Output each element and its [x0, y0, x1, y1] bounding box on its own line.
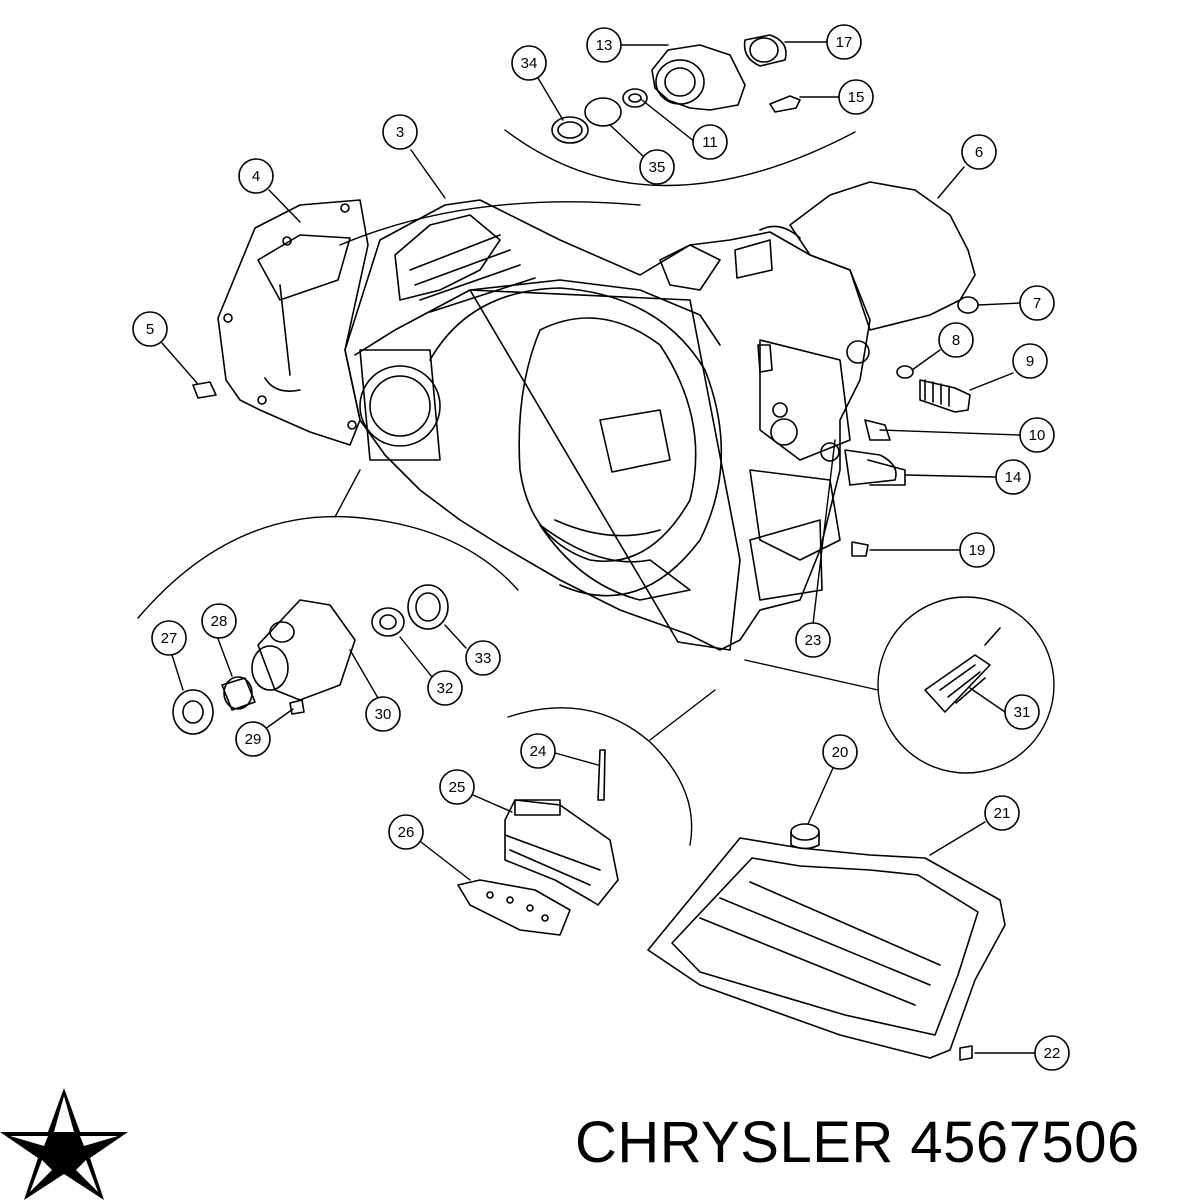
callout-11: 11: [692, 124, 728, 160]
callout-35: 35: [639, 149, 675, 185]
svg-text:5: 5: [146, 321, 154, 338]
callout-30: 30: [365, 696, 401, 732]
svg-text:34: 34: [521, 55, 538, 72]
callout-6: 6: [961, 134, 997, 170]
svg-text:27: 27: [161, 630, 178, 647]
callout-13: 13: [586, 27, 622, 63]
svg-text:35: 35: [649, 159, 666, 176]
svg-text:21: 21: [994, 805, 1011, 822]
callout-14: 14: [995, 459, 1031, 495]
callout-28: 28: [201, 603, 237, 639]
svg-text:22: 22: [1044, 1045, 1061, 1062]
oil-pan-group: [647, 823, 1006, 1061]
svg-text:14: 14: [1005, 469, 1022, 486]
svg-text:8: 8: [952, 332, 960, 349]
section-arcs: [137, 129, 1055, 846]
svg-text:30: 30: [375, 706, 392, 723]
svg-text:4: 4: [252, 168, 260, 185]
svg-text:6: 6: [975, 144, 983, 161]
callout-4: 4: [238, 158, 274, 194]
callout-33: 33: [465, 640, 501, 676]
svg-text:26: 26: [398, 824, 415, 841]
callout-19: 19: [959, 532, 995, 568]
sensor-part: [192, 381, 217, 399]
detail-inset-part: [924, 627, 1001, 713]
svg-text:15: 15: [848, 89, 865, 106]
svg-text:33: 33: [475, 650, 492, 667]
svg-text:9: 9: [1026, 353, 1034, 370]
output-adapter-group: [551, 34, 801, 144]
callout-34: 34: [511, 45, 547, 81]
svg-text:29: 29: [245, 731, 262, 748]
callout-7: 7: [1019, 285, 1055, 321]
svg-text:23: 23: [805, 632, 822, 649]
callout-8: 8: [938, 322, 974, 358]
svg-text:31: 31: [1014, 704, 1031, 721]
svg-text:13: 13: [596, 37, 613, 54]
control-module-group: [457, 749, 619, 936]
svg-text:7: 7: [1033, 295, 1041, 312]
callout-27: 27: [151, 620, 187, 656]
callouts: 13 17 34 15 11 35 3 6 4 7 5 8 9 10 14 19…: [132, 24, 1070, 1071]
svg-text:17: 17: [836, 34, 853, 51]
callout-9: 9: [1012, 343, 1048, 379]
callout-24: 24: [520, 733, 556, 769]
part-title: CHRYSLER 4567506: [575, 1110, 1140, 1175]
callout-26: 26: [388, 814, 424, 850]
svg-text:19: 19: [969, 542, 986, 559]
svg-text:20: 20: [832, 744, 849, 761]
callout-25: 25: [439, 769, 475, 805]
callout-3: 3: [382, 114, 418, 150]
svg-text:32: 32: [437, 680, 454, 697]
chrysler-pentastar-icon: [0, 1088, 128, 1200]
callout-32: 32: [427, 670, 463, 706]
svg-text:24: 24: [530, 743, 547, 760]
callout-23: 23: [795, 622, 831, 658]
side-cover-gasket: [217, 199, 369, 446]
bell-housing-gasket: [789, 181, 976, 331]
callout-20: 20: [822, 734, 858, 770]
svg-text:11: 11: [702, 134, 718, 151]
transmission-case: [344, 199, 906, 651]
callout-29: 29: [235, 721, 271, 757]
leader-lines: [161, 41, 1036, 1054]
svg-text:3: 3: [396, 124, 404, 141]
extension-housing-group: [172, 584, 449, 735]
callout-17: 17: [826, 24, 862, 60]
svg-text:25: 25: [449, 779, 466, 796]
svg-text:28: 28: [211, 613, 228, 630]
callout-31: 31: [1004, 694, 1040, 730]
callout-10: 10: [1019, 417, 1055, 453]
callout-15: 15: [838, 79, 874, 115]
svg-text:10: 10: [1029, 427, 1046, 444]
callout-21: 21: [984, 795, 1020, 831]
callout-22: 22: [1034, 1035, 1070, 1071]
callout-5: 5: [132, 311, 168, 347]
